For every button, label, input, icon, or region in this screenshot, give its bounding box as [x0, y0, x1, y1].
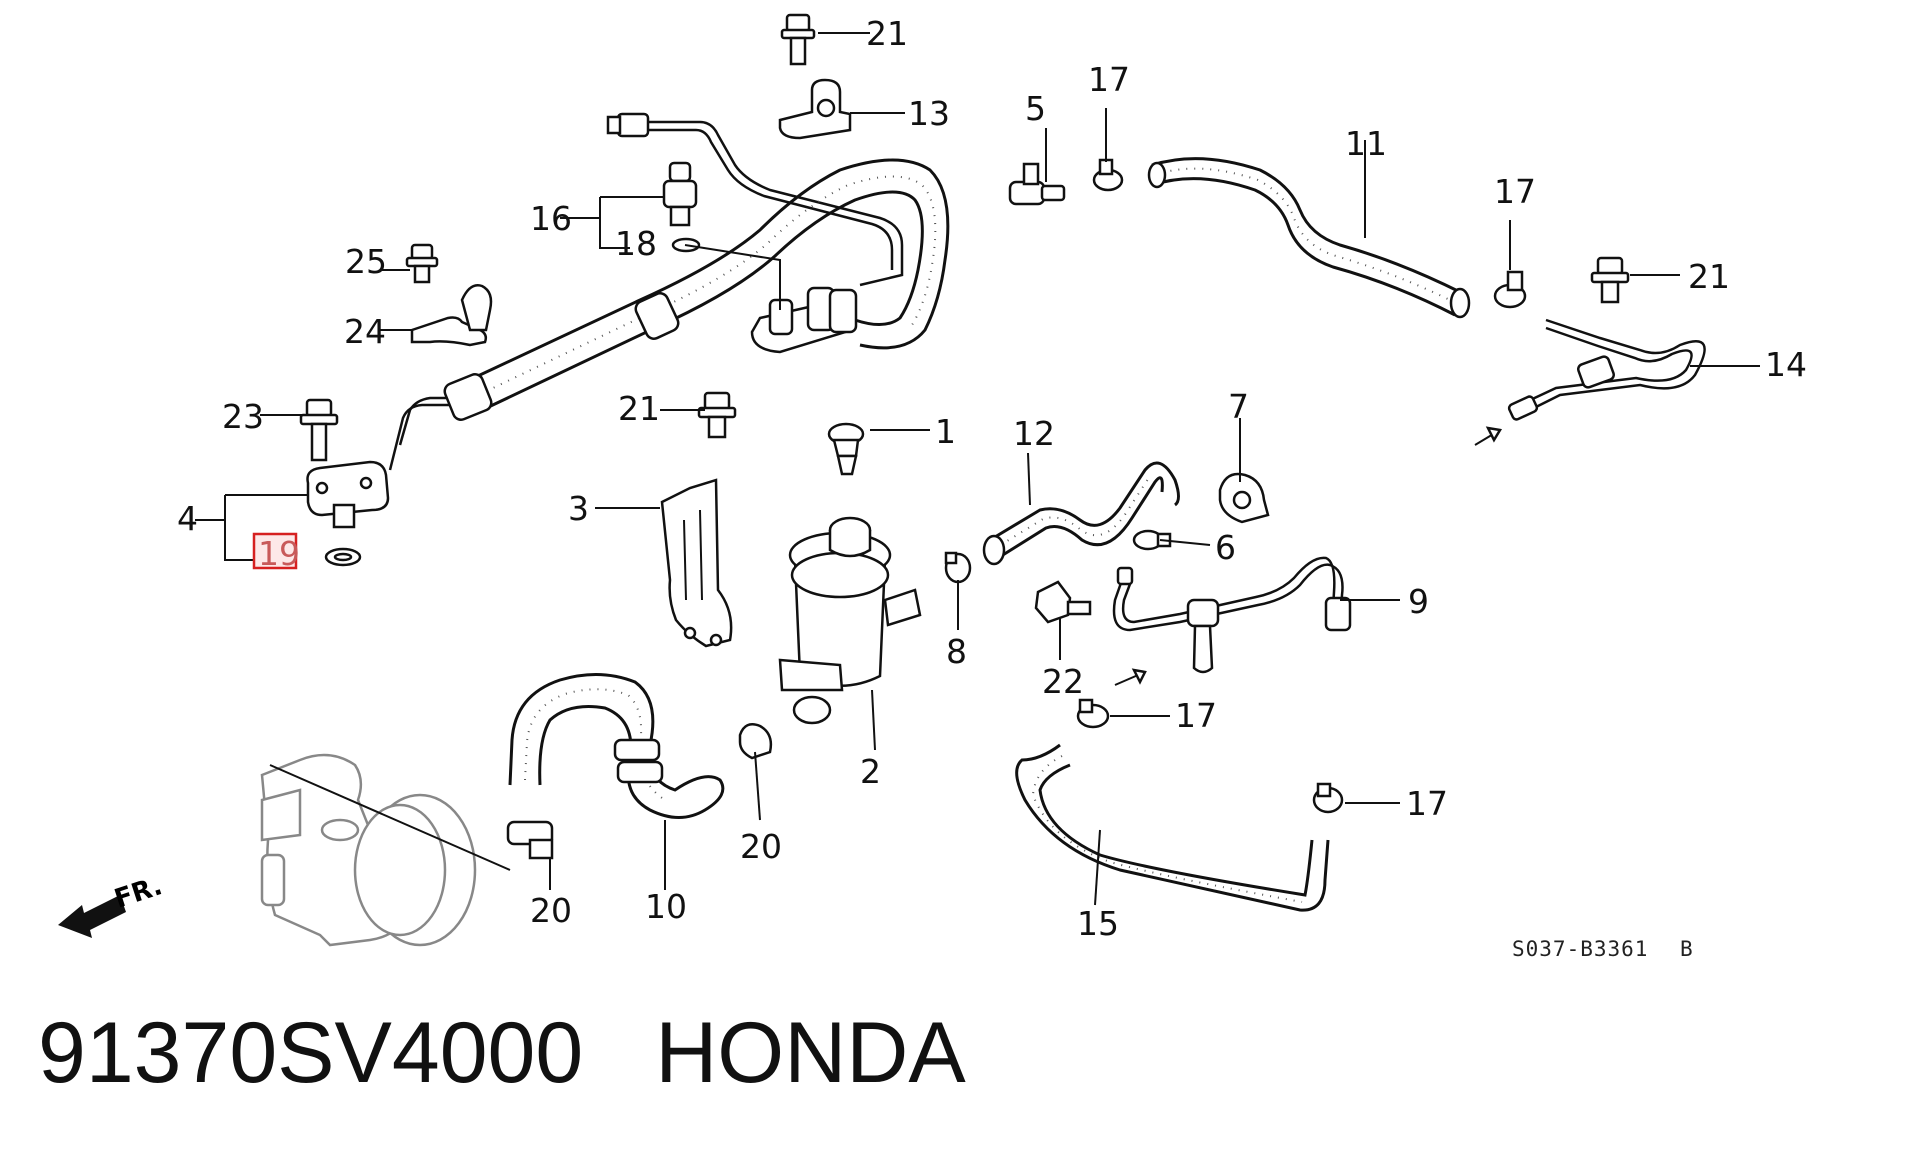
drawing-code-text: S037-B3361 [1512, 937, 1648, 961]
callout-22: 22 [1042, 662, 1084, 701]
clip-1 [827, 422, 865, 476]
front-label: FR. [111, 871, 166, 914]
callout-15: 15 [1077, 904, 1119, 943]
clamp-7 [1218, 472, 1270, 524]
callout-2: 2 [860, 752, 881, 791]
callout-21-a: 21 [866, 14, 908, 53]
pressure-hose [443, 158, 950, 421]
callout-6: 6 [1215, 528, 1236, 567]
callout-13: 13 [908, 94, 950, 133]
callout-21-b: 21 [618, 389, 660, 428]
clamp-20-b [506, 820, 554, 860]
front-arrow: FR. [58, 871, 166, 938]
callout-1: 1 [935, 412, 956, 451]
return-pipe-14 [1474, 318, 1706, 446]
bolt-25 [405, 243, 439, 284]
callout-3: 3 [568, 489, 589, 528]
fitting-block [306, 460, 390, 567]
clamp-13 [778, 78, 852, 140]
hose-15 [1015, 668, 1330, 912]
callout-9: 9 [1408, 582, 1429, 621]
callout-21-c: 21 [1688, 257, 1730, 296]
bolt-21-right [1590, 256, 1630, 304]
fitting-5 [1008, 162, 1066, 206]
callout-14: 14 [1765, 345, 1807, 384]
hose-10 [508, 672, 725, 819]
brand-name: HONDA [655, 1005, 966, 1101]
callout-11: 11 [1345, 124, 1387, 163]
hose-12 [982, 461, 1180, 566]
callout-23: 23 [222, 397, 264, 436]
leader-lines [195, 32, 1760, 906]
power-steering-pump [260, 753, 477, 947]
hose-11 [1147, 157, 1471, 319]
bolt-21-mid [697, 391, 737, 439]
bracket-24 [410, 284, 493, 347]
callout-labels: 1 2 3 4 5 6 7 8 9 10 11 12 13 14 15 16 1… [177, 14, 1807, 943]
callout-25: 25 [345, 242, 387, 281]
callout-16: 16 [530, 199, 572, 238]
drawing-revision: B [1680, 937, 1694, 961]
clamp-17-c [1076, 698, 1110, 729]
bolt-23 [299, 398, 339, 462]
callout-17-b: 17 [1494, 172, 1536, 211]
callout-7: 7 [1228, 387, 1249, 426]
part-number: 91370SV4000 [38, 1005, 584, 1101]
pipe-9 [1112, 556, 1352, 674]
valve-block [750, 286, 858, 354]
callout-17-d: 17 [1406, 784, 1448, 823]
fitting-22 [1034, 580, 1092, 624]
callout-20-a: 20 [740, 827, 782, 866]
callout-4: 4 [177, 499, 198, 538]
callout-17-a: 17 [1088, 60, 1130, 99]
clamp-20-a [738, 723, 773, 760]
callout-5: 5 [1025, 89, 1046, 128]
callout-8: 8 [946, 632, 967, 671]
highlight-box [252, 532, 298, 570]
drawing-code: S037-B3361 B [1512, 937, 1694, 961]
reservoir [778, 516, 922, 725]
clamp-17-a [1092, 158, 1124, 192]
clamp-17-d [1312, 782, 1344, 814]
callout-10: 10 [645, 887, 687, 926]
bracket-3 [660, 478, 733, 648]
clamp-17-b [1493, 270, 1527, 309]
callout-19: 19 [258, 534, 300, 573]
callout-18: 18 [615, 224, 657, 263]
bolt-21-top [780, 13, 816, 66]
callout-17-c: 17 [1175, 696, 1217, 735]
callout-12: 12 [1013, 414, 1055, 453]
parts-diagram: FR. [58, 13, 1807, 961]
pressure-line [388, 112, 904, 471]
pressure-switch [662, 161, 701, 253]
clamp-8 [944, 551, 972, 584]
callout-24: 24 [344, 312, 386, 351]
callout-20-b: 20 [530, 891, 572, 930]
